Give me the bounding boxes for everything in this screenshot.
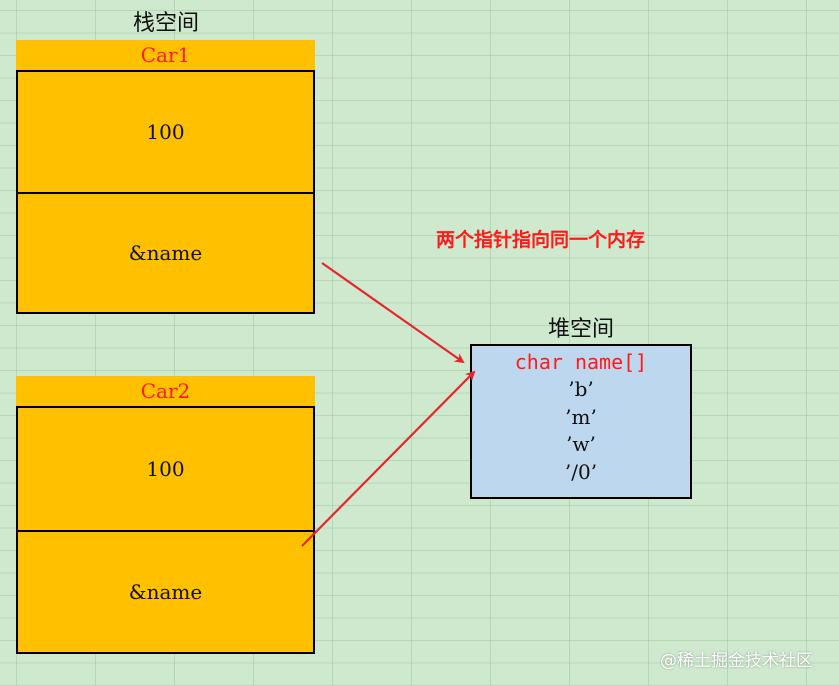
stack-title: 栈空间 <box>132 11 199 36</box>
car2-pointer: &name <box>128 580 203 604</box>
car1-value-cell: 100 <box>16 70 315 194</box>
heap-char-b: ’b’ <box>568 377 594 401</box>
car2-value: 100 <box>146 457 185 481</box>
car1-pointer: &name <box>128 241 203 265</box>
car1-pointer-cell: &name <box>16 192 315 314</box>
watermark: @稀土掘金技术社区 <box>660 651 813 671</box>
car1-value: 100 <box>146 120 185 144</box>
heap-title: 堆空间 <box>547 317 614 342</box>
car2-pointer-arrow <box>301 370 476 547</box>
heap-char-null: ’/0’ <box>564 459 598 484</box>
heap-array-declaration: char name[] <box>514 350 648 374</box>
heap-char-m: ’m’ <box>565 404 597 429</box>
car2-value-cell: 100 <box>16 406 315 532</box>
heap-memory-box: char name[] ’b’ ’m’ ’w’ ’/0’ <box>470 344 692 499</box>
car2-label: Car2 <box>16 376 315 406</box>
car1-pointer-arrow <box>321 262 465 364</box>
car1-label: Car1 <box>16 40 315 70</box>
car2-pointer-cell: &name <box>16 530 315 654</box>
shared-pointer-annotation: 两个指针指向同一个内存 <box>436 229 646 251</box>
heap-char-w: ’w’ <box>566 432 596 456</box>
